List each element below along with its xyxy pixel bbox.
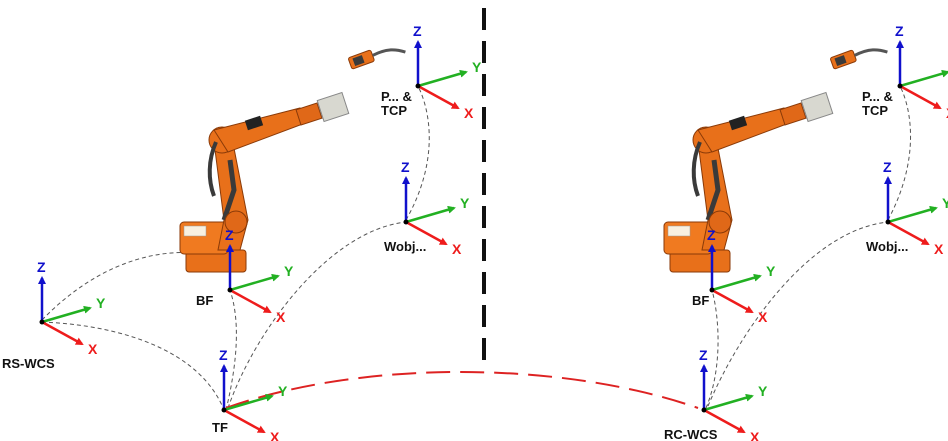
link-rc-to-wobj [707,221,889,407]
tf-label: TF [212,420,228,435]
z-axis-label: Z [895,23,904,39]
y-axis-label: Y [942,195,948,211]
bf-label: BF [196,293,213,308]
x-axis [899,84,942,110]
z-axis-label: Z [37,259,46,275]
link-wobj-to-tcp-right [887,85,912,221]
frame-origin [709,287,715,293]
x-axis [711,288,754,314]
x-axis-label: X [758,309,768,325]
x-axis [417,84,460,110]
y-axis-label: Y [766,263,776,279]
z-axis-label: Z [401,159,410,175]
frame-origin [701,407,707,413]
x-axis-label: X [464,105,474,121]
y-axis-label: Y [758,383,768,399]
bf-right-frame: Z Y X [707,227,776,325]
link-wobj-to-tcp [405,85,430,221]
rs-wcs-frame: Z Y X [37,259,106,357]
y-axis [899,69,948,88]
wobj-label: Wobj... [384,239,426,254]
y-axis-label: Y [472,59,482,75]
tcp-frame: Z Y X [413,23,482,121]
y-axis [417,69,468,88]
x-axis [703,408,746,434]
x-axis-label: X [946,105,948,121]
z-axis-label: Z [699,347,708,363]
frame-origin [897,83,903,89]
y-axis [229,273,280,292]
y-axis [41,305,92,324]
y-axis [711,273,762,292]
x-axis [405,220,448,246]
industrial-robot-icon [180,93,349,272]
y-axis [223,393,274,412]
x-axis [223,408,266,434]
y-axis-label: Y [278,383,288,399]
industrial-robot-icon [664,93,833,272]
x-axis-label: X [452,241,462,257]
frame-origin [221,407,227,413]
tcp-label-right-line2: TCP [862,103,888,118]
frame-origin [227,287,233,293]
link-rc-to-bf [705,289,719,409]
x-axis [229,288,272,314]
z-axis-label: Z [707,227,716,243]
z-axis-label: Z [219,347,228,363]
x-axis-label: X [276,309,286,325]
frame-origin [39,319,45,325]
tcp-label-right-line1: P... & [862,89,893,104]
welding-torch-icon [828,37,889,73]
wobj-label-right: Wobj... [866,239,908,254]
link-tf-to-bf [225,289,237,411]
x-axis-label: X [88,341,98,357]
rc-wcs-frame: Z Y X [699,347,768,441]
z-axis-label: Z [883,159,892,175]
link-tf-to-wobj [227,221,407,409]
link-tf-to-rc-wcs [225,371,699,409]
frame-origin [885,219,891,225]
tf-frame: Z Y X [219,347,288,441]
y-axis [703,393,754,412]
tcp-label-line2: TCP [381,103,407,118]
bf-label-right: BF [692,293,709,308]
rs-wcs-label: RS-WCS [2,356,55,371]
link-rs-to-tf [41,321,225,411]
welding-torch-icon [346,37,407,73]
x-axis [41,320,84,346]
y-axis-label: Y [460,195,470,211]
rc-wcs-label: RC-WCS [664,427,718,441]
wobj-right-frame: Z Y X [883,159,948,257]
bf-frame: Z Y X [225,227,294,325]
z-axis-label: Z [413,23,422,39]
tcp-right-frame: ZYX [895,23,948,121]
tcp-label-line1: P... & [381,89,412,104]
x-axis-label: X [270,429,280,441]
y-axis-label: Y [96,295,106,311]
x-axis [887,220,930,246]
y-axis [405,205,456,224]
x-axis-label: X [750,429,760,441]
z-axis-label: Z [225,227,234,243]
y-axis-label: Y [284,263,294,279]
wobj-frame: Z Y X [401,159,470,257]
y-axis [887,205,938,224]
frame-origin [415,83,421,89]
x-axis-label: X [934,241,944,257]
frame-origin [403,219,409,225]
